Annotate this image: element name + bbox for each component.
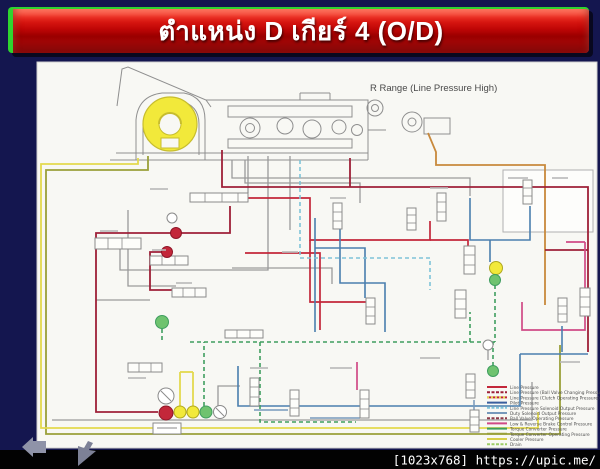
legend-row: Ball Valve Operating Pressure (487, 416, 574, 422)
legend-row: Torque Converter Operating Pressure (487, 432, 590, 438)
legend-row: Pilot Pressure (487, 401, 539, 407)
legend-row: Line Pressure (Ball Valve Changing Press… (487, 390, 600, 396)
legend-row: Torque Converter Pressure (487, 427, 567, 433)
svg-text:Drain: Drain (510, 442, 522, 448)
lp-solenoid-output-lines (299, 160, 431, 290)
svg-text:Line Pressure Solenoid Output: Line Pressure Solenoid Output Pressure (510, 406, 595, 412)
duty-solenoid-lines (254, 400, 475, 419)
range-label: R Range (Line Pressure High) (370, 83, 497, 94)
slide-nav (22, 437, 96, 466)
relief-valve-yellow (489, 261, 503, 275)
nav-back-icon[interactable] (22, 437, 46, 457)
svg-text:Cooler Pressure: Cooler Pressure (510, 437, 544, 443)
check-valve-green-right (489, 274, 501, 286)
legend-row: Drain (487, 442, 522, 448)
accumulator-red-1 (170, 227, 182, 239)
footer-watermark: [1023x768] https://upic.me/ (393, 453, 596, 468)
line-pressure-changing-lines (95, 150, 589, 413)
component-labels (100, 177, 580, 379)
duty-solenoid-a (173, 405, 187, 419)
line-pressure-lines (230, 197, 469, 330)
drain-lines (52, 156, 533, 421)
svg-text:Line Pressure (Clutch Operatin: Line Pressure (Clutch Operating Pressure… (510, 395, 600, 401)
pilot-pressure-lines (237, 198, 588, 407)
duty-solenoid-b (186, 405, 200, 419)
check-ball (166, 212, 178, 224)
svg-text:Low & Reverse Brake Control Pr: Low & Reverse Brake Control Pressure (510, 421, 592, 427)
svg-text:Line Pressure: Line Pressure (510, 385, 539, 391)
valve-body-box (502, 169, 594, 233)
circuit-components (152, 212, 503, 435)
svg-text:Torque Converter Operating Pre: Torque Converter Operating Pressure (509, 432, 590, 438)
svg-text:Ball Valve Operating Pressure: Ball Valve Operating Pressure (510, 416, 574, 422)
check-valve-green-left (155, 315, 169, 329)
torque-converter (142, 96, 198, 152)
torque-converter-lines (161, 285, 496, 423)
hydraulic-circuit (40, 132, 589, 435)
legend-row: Line Pressure Solenoid Output Pressure (487, 406, 595, 412)
svg-text:Pilot Pressure: Pilot Pressure (510, 401, 539, 407)
converter-feed-line (427, 132, 546, 305)
converter-operating-lines (45, 156, 561, 435)
orifice (482, 339, 494, 351)
legend-row: Duty Solenoid Output Pressure (487, 411, 576, 417)
legend: Line Pressure Line Pressure (Ball Valve … (487, 385, 600, 448)
svg-text:Duty Solenoid Output Pressure: Duty Solenoid Output Pressure (510, 411, 576, 417)
cooler-lines (40, 158, 539, 429)
valve-spools (94, 179, 591, 433)
slide-title: ตำแหน่ง D เกียร์ 4 (O/D) (158, 15, 444, 46)
svg-text:Torque Converter Pressure: Torque Converter Pressure (509, 427, 567, 433)
low-reverse-lines (356, 241, 586, 390)
oil-pump (158, 405, 174, 421)
check-valve-green-bottom (487, 365, 499, 377)
legend-row: Cooler Pressure (487, 437, 544, 443)
slide-title-bar: ตำแหน่ง D เกียร์ 4 (O/D) (8, 7, 589, 53)
legend-row: Low & Reverse Brake Control Pressure (487, 421, 592, 427)
nav-pointer-icon[interactable] (78, 441, 96, 466)
footer-bar (0, 450, 600, 469)
accumulator-red-2 (161, 246, 173, 258)
svg-text:Line Pressure (Ball Valve Chan: Line Pressure (Ball Valve Changing Press… (510, 390, 600, 396)
legend-row: Line Pressure (487, 385, 539, 391)
diagram-panel (36, 61, 598, 449)
legend-row: Line Pressure (Clutch Operating Pressure… (487, 395, 600, 401)
shift-solenoid-1 (199, 405, 213, 419)
